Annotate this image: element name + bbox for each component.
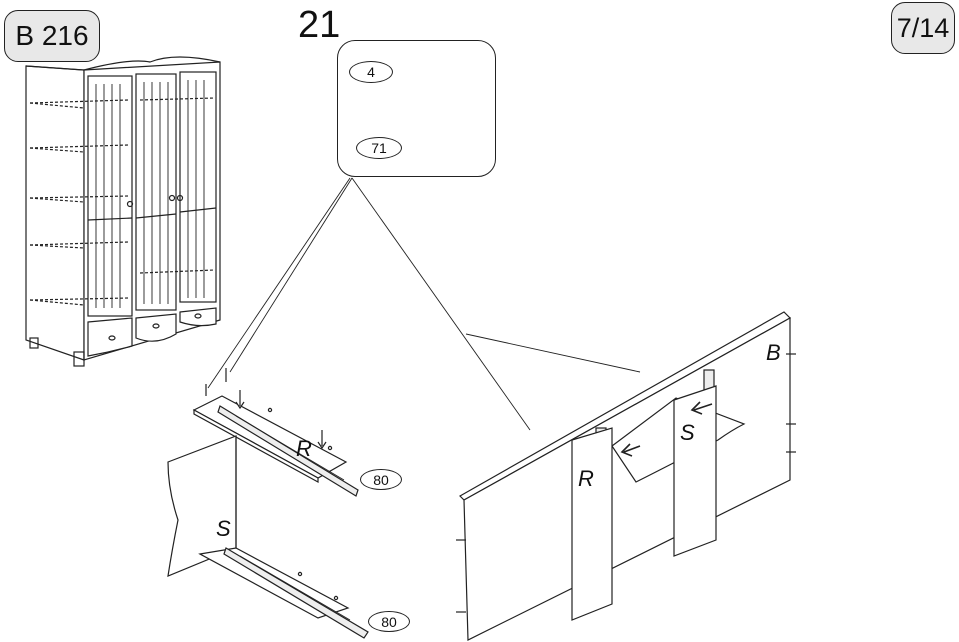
label-back-panel: B: [766, 340, 781, 365]
label-left-panel: S: [216, 516, 231, 541]
parts-box: 4 71: [337, 40, 496, 177]
upper-rail-board: [192, 368, 359, 497]
model-badge: B 216: [4, 10, 100, 62]
allen-key-qty: 4: [349, 61, 393, 83]
upper-slide-qty: 80: [360, 469, 402, 490]
lower-side-panel: [167, 435, 369, 639]
label-left-rail: R: [296, 436, 312, 461]
label-right-shelf: S: [680, 420, 695, 445]
lower-slide-qty: 80: [368, 611, 410, 632]
page-badge: 7/14: [891, 2, 955, 54]
screw-qty: 71: [356, 137, 402, 159]
label-right-rail: R: [578, 466, 594, 491]
step-number: 21: [298, 4, 341, 46]
right-assembly: [456, 311, 796, 641]
leader-lines: [207, 177, 641, 431]
wardrobe-overview: [25, 56, 221, 367]
